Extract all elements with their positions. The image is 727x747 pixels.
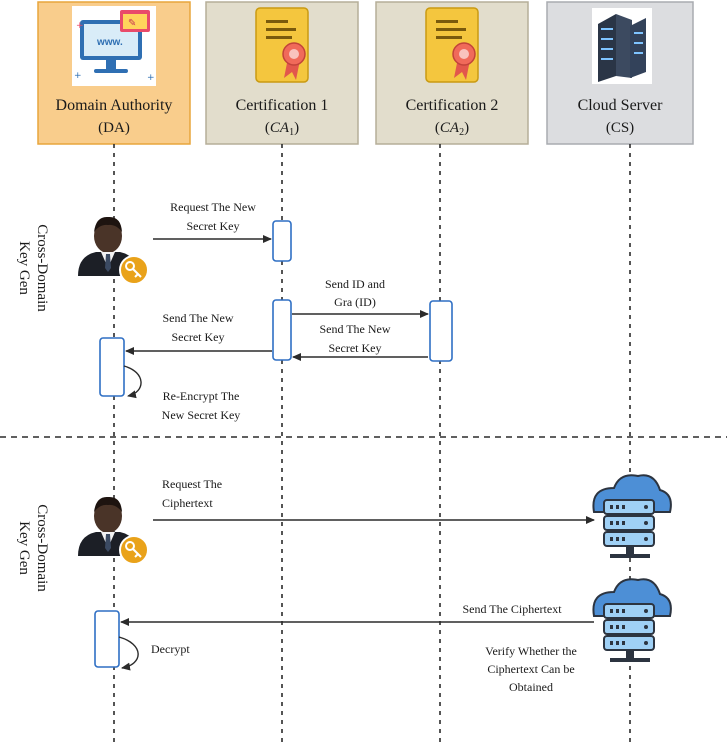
website-monitor-icon: www. ✎ + + + bbox=[72, 6, 156, 86]
message-decrypt: Decrypt bbox=[151, 642, 190, 656]
user-with-key-icon bbox=[78, 216, 149, 285]
message-send-ciphertext: Send The Ciphertext bbox=[462, 602, 562, 616]
activations bbox=[94, 220, 453, 668]
svg-text:Ciphertext Can be: Ciphertext Can be bbox=[487, 662, 574, 676]
message-send-id-gra: Send ID and Gra (ID) bbox=[325, 277, 385, 309]
svg-text:✎: ✎ bbox=[128, 18, 136, 29]
svg-text:Send The New: Send The New bbox=[162, 311, 233, 325]
activation-ca1-2 bbox=[272, 299, 292, 361]
message-ca2-send-new-secret-key: Send The New Secret Key bbox=[319, 322, 390, 355]
message-ca1-send-new-secret-key: Send The New Secret Key bbox=[162, 311, 233, 344]
participant-title: Domain Authority bbox=[56, 97, 173, 114]
activation-ca1-1 bbox=[272, 220, 292, 262]
svg-text:Secret Key: Secret Key bbox=[187, 219, 240, 233]
svg-text:+: + bbox=[74, 71, 82, 81]
svg-text:Obtained: Obtained bbox=[509, 680, 553, 694]
svg-text:www.: www. bbox=[96, 37, 123, 48]
svg-text:Send The Ciphertext: Send The Ciphertext bbox=[462, 602, 562, 616]
participant-subtitle: (DA) bbox=[98, 120, 130, 136]
svg-text:Cross-Domain: Cross-Domain bbox=[34, 224, 50, 312]
svg-text:Gra (ID): Gra (ID) bbox=[334, 295, 376, 309]
svg-text:Decrypt: Decrypt bbox=[151, 642, 190, 656]
svg-text:Re-Encrypt The: Re-Encrypt The bbox=[163, 389, 240, 403]
participant-subtitle: (CA1) bbox=[265, 120, 299, 138]
cloud-server-icon bbox=[592, 474, 672, 558]
svg-text:+: + bbox=[147, 73, 155, 83]
message-verify-ciphertext: Verify Whether the Ciphertext Can be Obt… bbox=[485, 644, 577, 694]
svg-text:Secret Key: Secret Key bbox=[172, 330, 225, 344]
message-request-new-secret-key: Request The New Secret Key bbox=[170, 200, 256, 233]
svg-text:New Secret Key: New Secret Key bbox=[162, 408, 241, 422]
user-with-key-icon bbox=[78, 496, 149, 565]
svg-text:Verify Whether the: Verify Whether the bbox=[485, 644, 577, 658]
svg-text:Ciphertext: Ciphertext bbox=[162, 496, 213, 510]
message-reencrypt: Re-Encrypt The New Secret Key bbox=[162, 389, 241, 422]
certificate-icon bbox=[425, 7, 479, 83]
svg-text:Secret Key: Secret Key bbox=[329, 341, 382, 355]
cloud-server-icon bbox=[592, 578, 672, 662]
participant-certification-2: Certification 2 (CA2) bbox=[375, 1, 529, 145]
participant-domain-authority: www. ✎ + + + Domain Authority (DA) bbox=[37, 1, 191, 145]
participant-subtitle: (CS) bbox=[606, 120, 634, 136]
server-rack-icon bbox=[592, 8, 652, 84]
section-label-bottom: Cross-Domain Key Gen bbox=[16, 504, 50, 592]
svg-text:Request The New: Request The New bbox=[170, 200, 256, 214]
participant-subtitle: (CA2) bbox=[435, 120, 469, 138]
participant-title: Certification 1 bbox=[236, 97, 329, 114]
participant-title: Cloud Server bbox=[578, 97, 664, 114]
activation-da-1 bbox=[99, 337, 125, 397]
arrow-reencrypt-self bbox=[123, 365, 142, 399]
message-request-ciphertext: Request The Ciphertext bbox=[162, 477, 222, 510]
participant-title: Certification 2 bbox=[406, 97, 499, 114]
activation-ca2 bbox=[429, 300, 453, 362]
arrow-decrypt-self bbox=[118, 636, 139, 671]
svg-text:Send ID and: Send ID and bbox=[325, 277, 385, 291]
svg-text:Cross-Domain: Cross-Domain bbox=[34, 504, 50, 592]
participant-cloud-server: Cloud Server (CS) bbox=[546, 1, 694, 145]
svg-text:Key Gen: Key Gen bbox=[16, 241, 32, 295]
message-arrows bbox=[118, 235, 595, 671]
svg-text:Request The: Request The bbox=[162, 477, 222, 491]
svg-text:Send The New: Send The New bbox=[319, 322, 390, 336]
activation-da-2 bbox=[94, 610, 120, 668]
participant-certification-1: Certification 1 (CA1) bbox=[205, 1, 359, 145]
svg-text:+: + bbox=[76, 21, 84, 31]
svg-text:Key Gen: Key Gen bbox=[16, 521, 32, 575]
section-label-top: Cross-Domain Key Gen bbox=[16, 224, 50, 312]
certificate-icon bbox=[255, 7, 309, 83]
